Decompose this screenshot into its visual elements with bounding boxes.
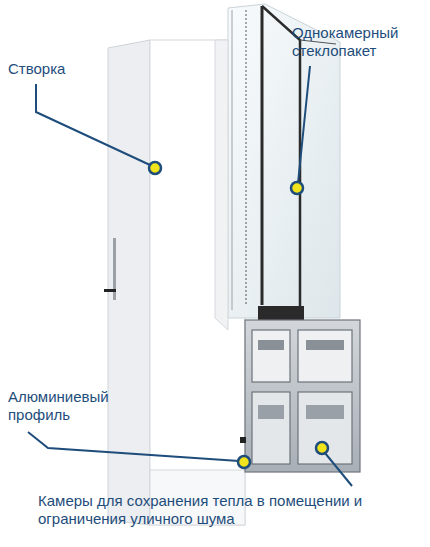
part-label: Камеры для сохранения тепла в помещении … (38, 492, 418, 528)
part-label: Створка (8, 60, 128, 78)
part-label: Алюминиевый профиль (8, 388, 128, 424)
part-label: Однокамерный стеклопакет (292, 24, 424, 60)
